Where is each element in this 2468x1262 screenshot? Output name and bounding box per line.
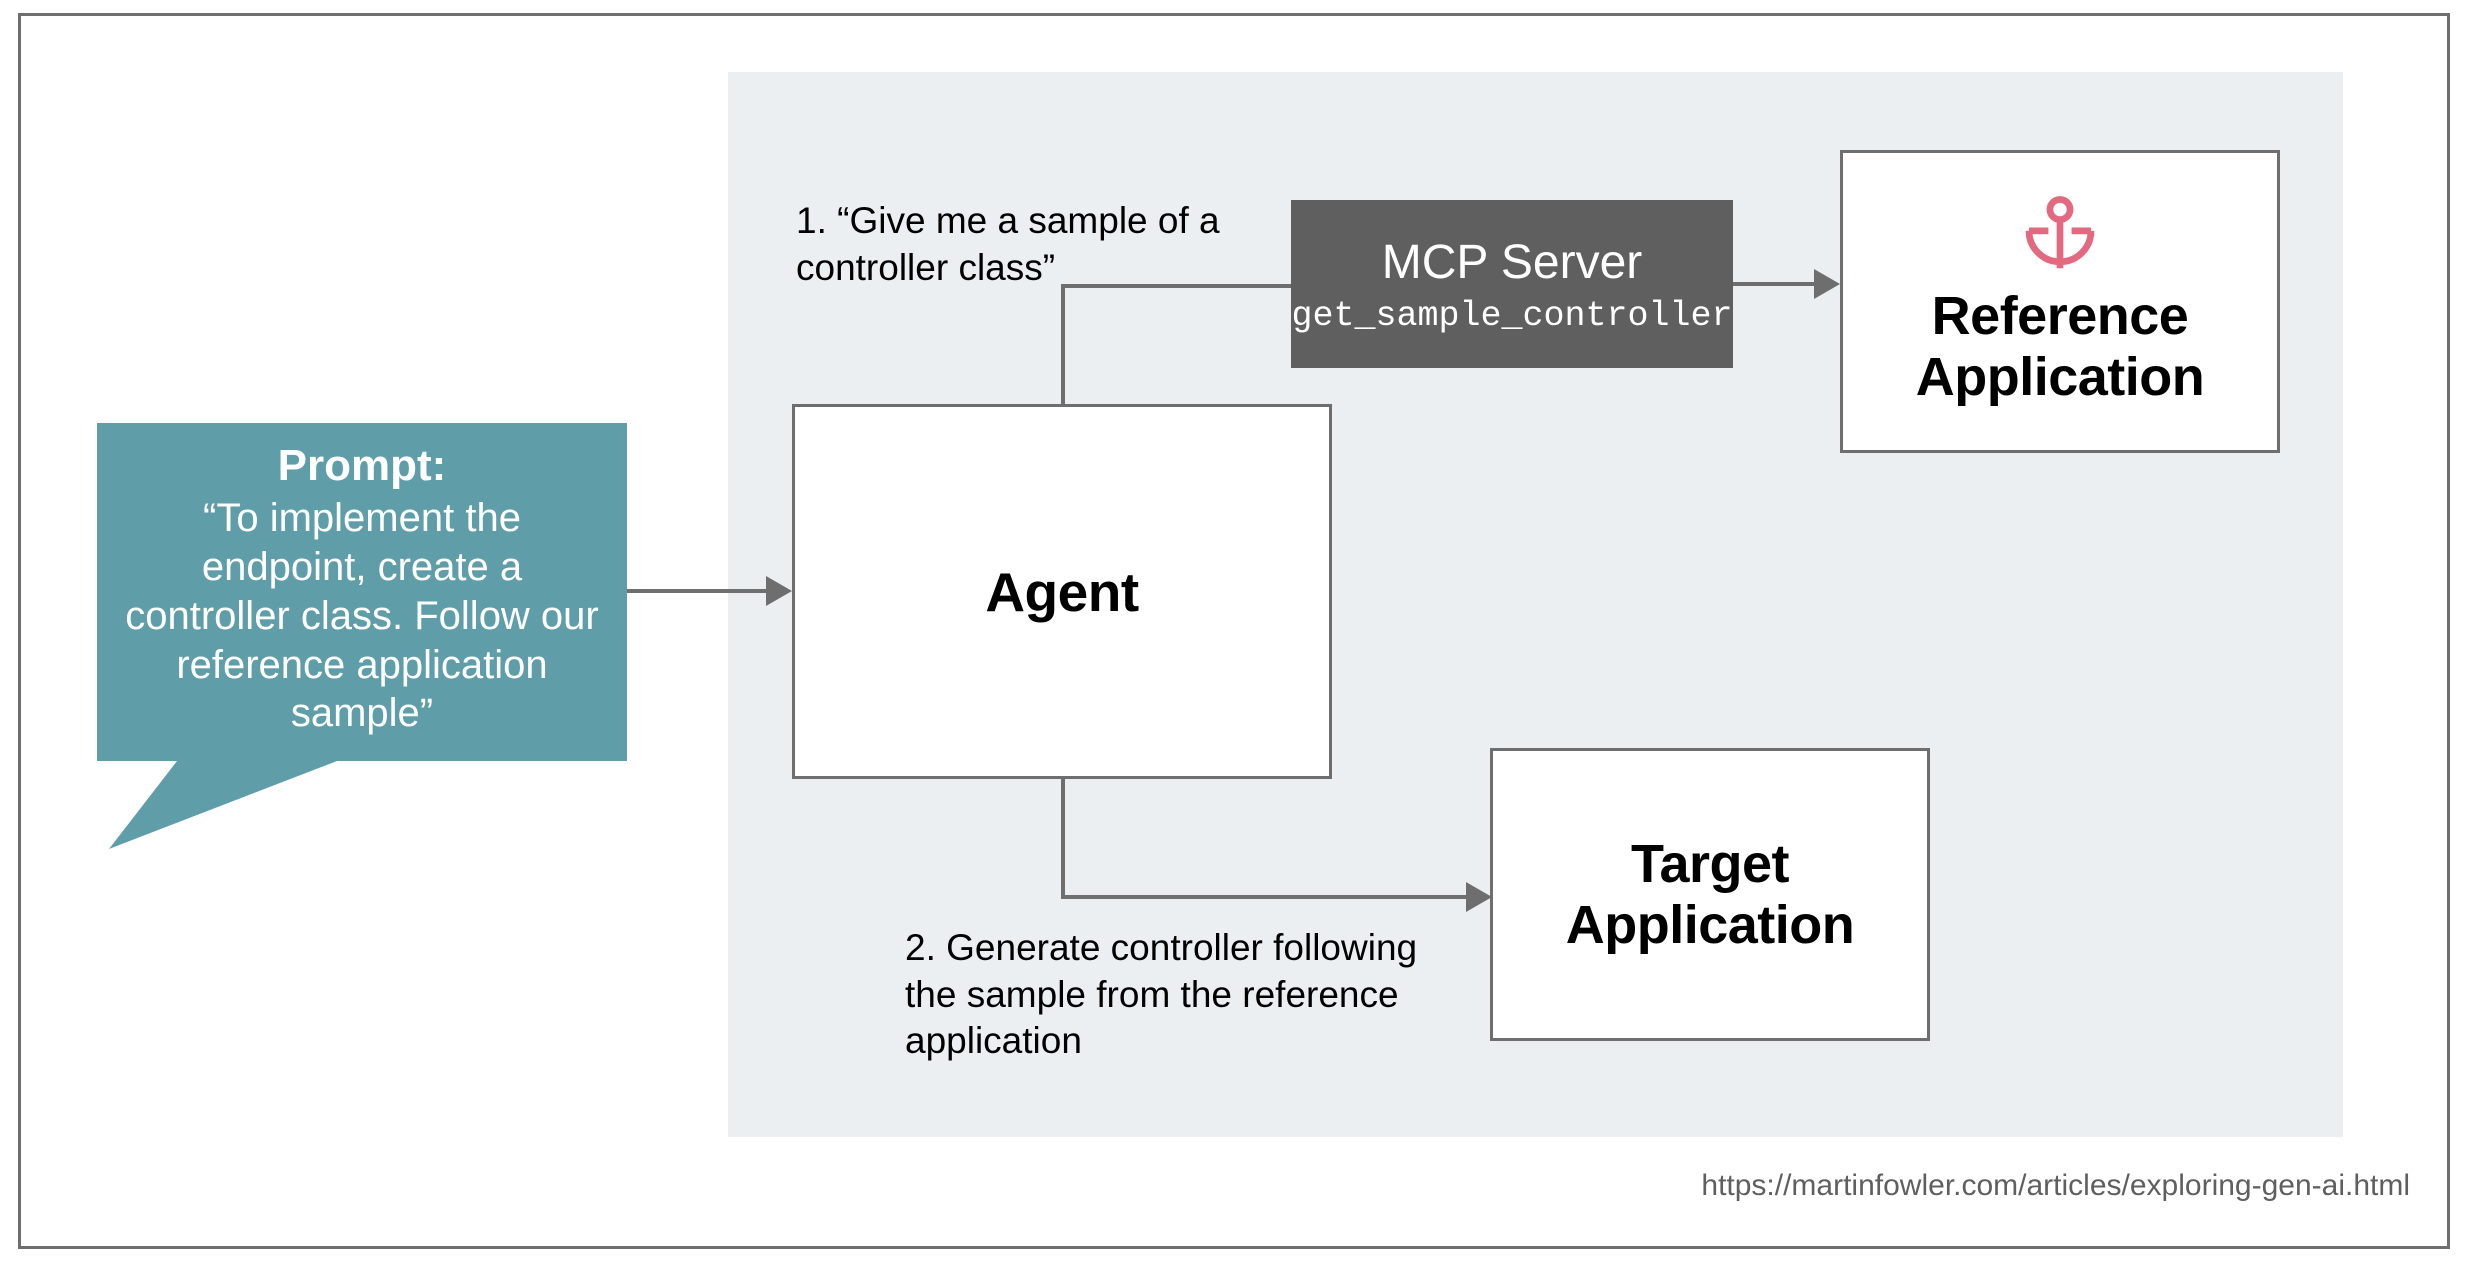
prompt-bubble-tail	[109, 761, 337, 849]
prompt-title: Prompt:	[277, 440, 447, 490]
prompt-text: “To implement the endpoint, create a con…	[125, 496, 599, 736]
reference-application-line1: Reference	[1931, 286, 2189, 347]
node-reference-application[interactable]: Reference Application	[1840, 150, 2280, 453]
reference-application-line2: Application	[1915, 346, 2205, 407]
arrowhead-prompt-to-agent	[766, 576, 792, 606]
node-target-application[interactable]: Target Application	[1490, 748, 1930, 1041]
connector-agent-to-target-vertical	[1061, 777, 1065, 899]
connector-prompt-to-agent	[627, 589, 767, 593]
mcp-server-title: MCP Server	[1381, 235, 1643, 289]
source-url: https://martinfowler.com/articles/explor…	[1701, 1169, 2410, 1202]
connector-agent-to-mcp-horizontal	[1061, 284, 1293, 288]
mcp-server-tool-name: get_sample_controller	[1291, 295, 1733, 336]
node-mcp-server[interactable]: MCP Server get_sample_controller	[1291, 200, 1733, 368]
anchor-icon	[2025, 196, 2095, 269]
diagram-outer-frame	[18, 13, 2450, 1249]
step-label-1: 1. “Give me a sample of a controller cla…	[796, 200, 1220, 288]
node-agent[interactable]: Agent	[792, 404, 1332, 779]
connector-agent-to-mcp-vertical	[1061, 284, 1065, 406]
prompt-speech-bubble: Prompt: “To implement the endpoint, crea…	[97, 423, 627, 761]
arrowhead-mcp-to-reference	[1814, 269, 1840, 299]
arrowhead-agent-to-target	[1466, 882, 1492, 912]
target-application-line1: Target	[1630, 834, 1790, 895]
agent-label: Agent	[985, 560, 1139, 623]
step-label-2: 2. Generate controller following the sam…	[905, 927, 1418, 1062]
target-application-line2: Application	[1565, 894, 1855, 955]
connector-agent-to-target-horizontal	[1061, 895, 1471, 899]
connector-mcp-to-reference	[1733, 282, 1819, 286]
